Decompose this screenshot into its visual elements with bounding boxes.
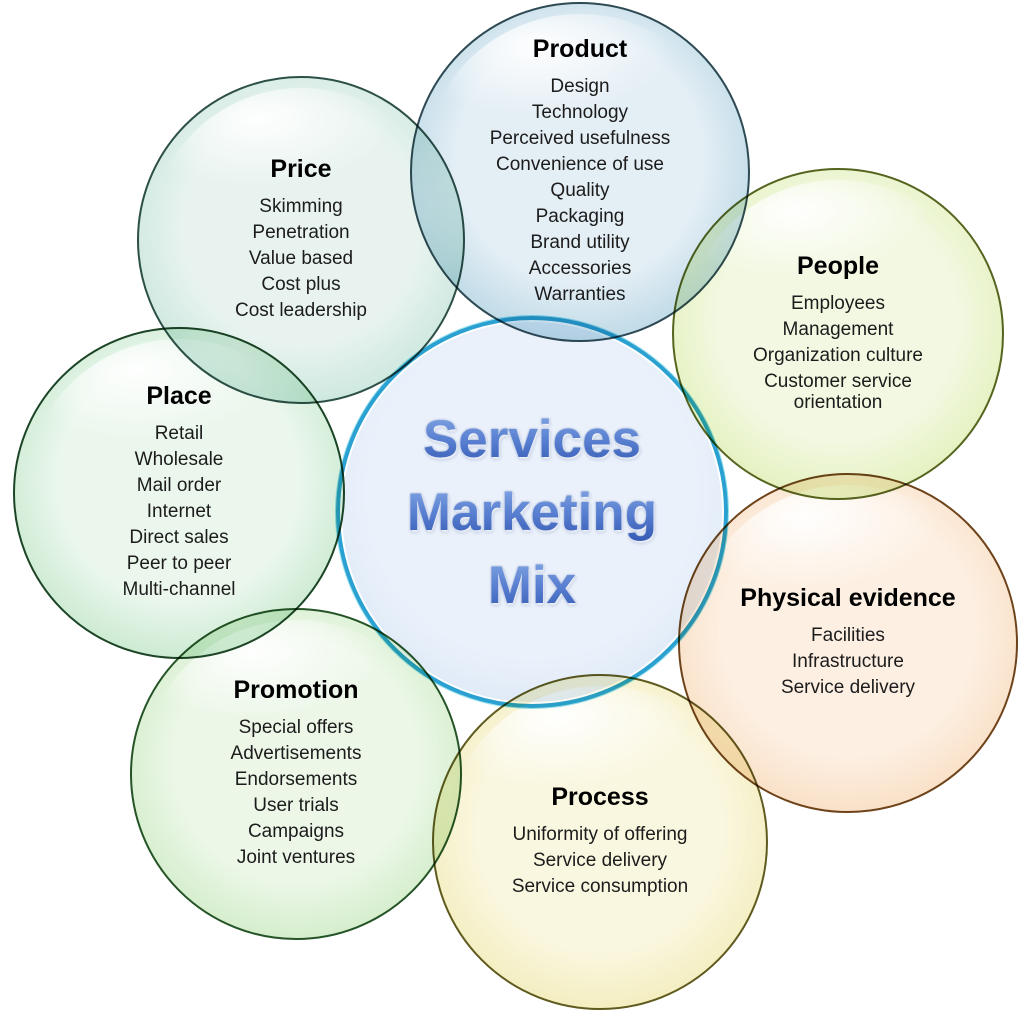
list-item: Management xyxy=(782,318,894,340)
list-item: Joint ventures xyxy=(236,847,356,868)
list-item: Organization culture xyxy=(752,344,924,366)
list-item: Mail order xyxy=(136,475,222,496)
bubble-people-title: People xyxy=(797,251,879,280)
list-item: User trials xyxy=(253,795,339,816)
center-title-line-3: Mix xyxy=(488,549,576,622)
list-item: Design xyxy=(550,76,610,97)
bubble-promotion-title: Promotion xyxy=(233,676,359,704)
center-title-line-2: Marketing xyxy=(407,476,657,549)
list-item: Advertisements xyxy=(230,743,362,764)
list-item: Technology xyxy=(531,102,629,123)
bubble-price-title: Price xyxy=(270,155,332,183)
list-item: Skimming xyxy=(259,196,343,217)
list-item: Peer to peer xyxy=(126,553,232,574)
list-item: Customer service orientation xyxy=(764,370,912,413)
list-item: Packaging xyxy=(535,206,625,227)
list-item: Multi-channel xyxy=(122,579,236,600)
list-item: Wholesale xyxy=(134,449,224,470)
center-bubble: Services Marketing Mix xyxy=(336,316,728,708)
center-title-line-1: Services xyxy=(423,403,641,476)
list-item: Value based xyxy=(248,248,354,269)
bubble-product-title: Product xyxy=(532,35,628,63)
list-item: Service delivery xyxy=(780,677,916,698)
list-item: Infrastructure xyxy=(792,651,904,672)
list-item: Quality xyxy=(550,180,610,201)
list-item: Penetration xyxy=(252,222,350,243)
list-item: Cost plus xyxy=(261,274,341,295)
list-item: Perceived usefulness xyxy=(489,128,671,149)
list-item: Employees xyxy=(791,292,885,314)
list-item: Special offers xyxy=(238,717,354,738)
list-item: Internet xyxy=(146,501,212,522)
list-item: Brand utility xyxy=(530,232,630,253)
list-item: Service consumption xyxy=(511,876,689,897)
center-title: Services Marketing Mix xyxy=(340,320,724,704)
list-item: Endorsements xyxy=(234,769,358,790)
list-item: Facilities xyxy=(811,625,885,646)
list-item: Cost leadership xyxy=(234,300,368,321)
list-item: Direct sales xyxy=(129,527,229,548)
list-item: Warranties xyxy=(534,284,626,305)
list-item: Retail xyxy=(154,423,204,444)
bubble-place-title: Place xyxy=(146,382,212,410)
bubble-process-title: Process xyxy=(551,783,649,811)
list-item: Uniformity of offering xyxy=(512,824,688,845)
list-item: Service delivery xyxy=(532,850,668,871)
list-item: Campaigns xyxy=(247,821,345,842)
bubble-physical-evidence-title: Physical evidence xyxy=(740,584,956,612)
list-item: Convenience of use xyxy=(496,154,664,175)
list-item: Accessories xyxy=(528,258,632,279)
